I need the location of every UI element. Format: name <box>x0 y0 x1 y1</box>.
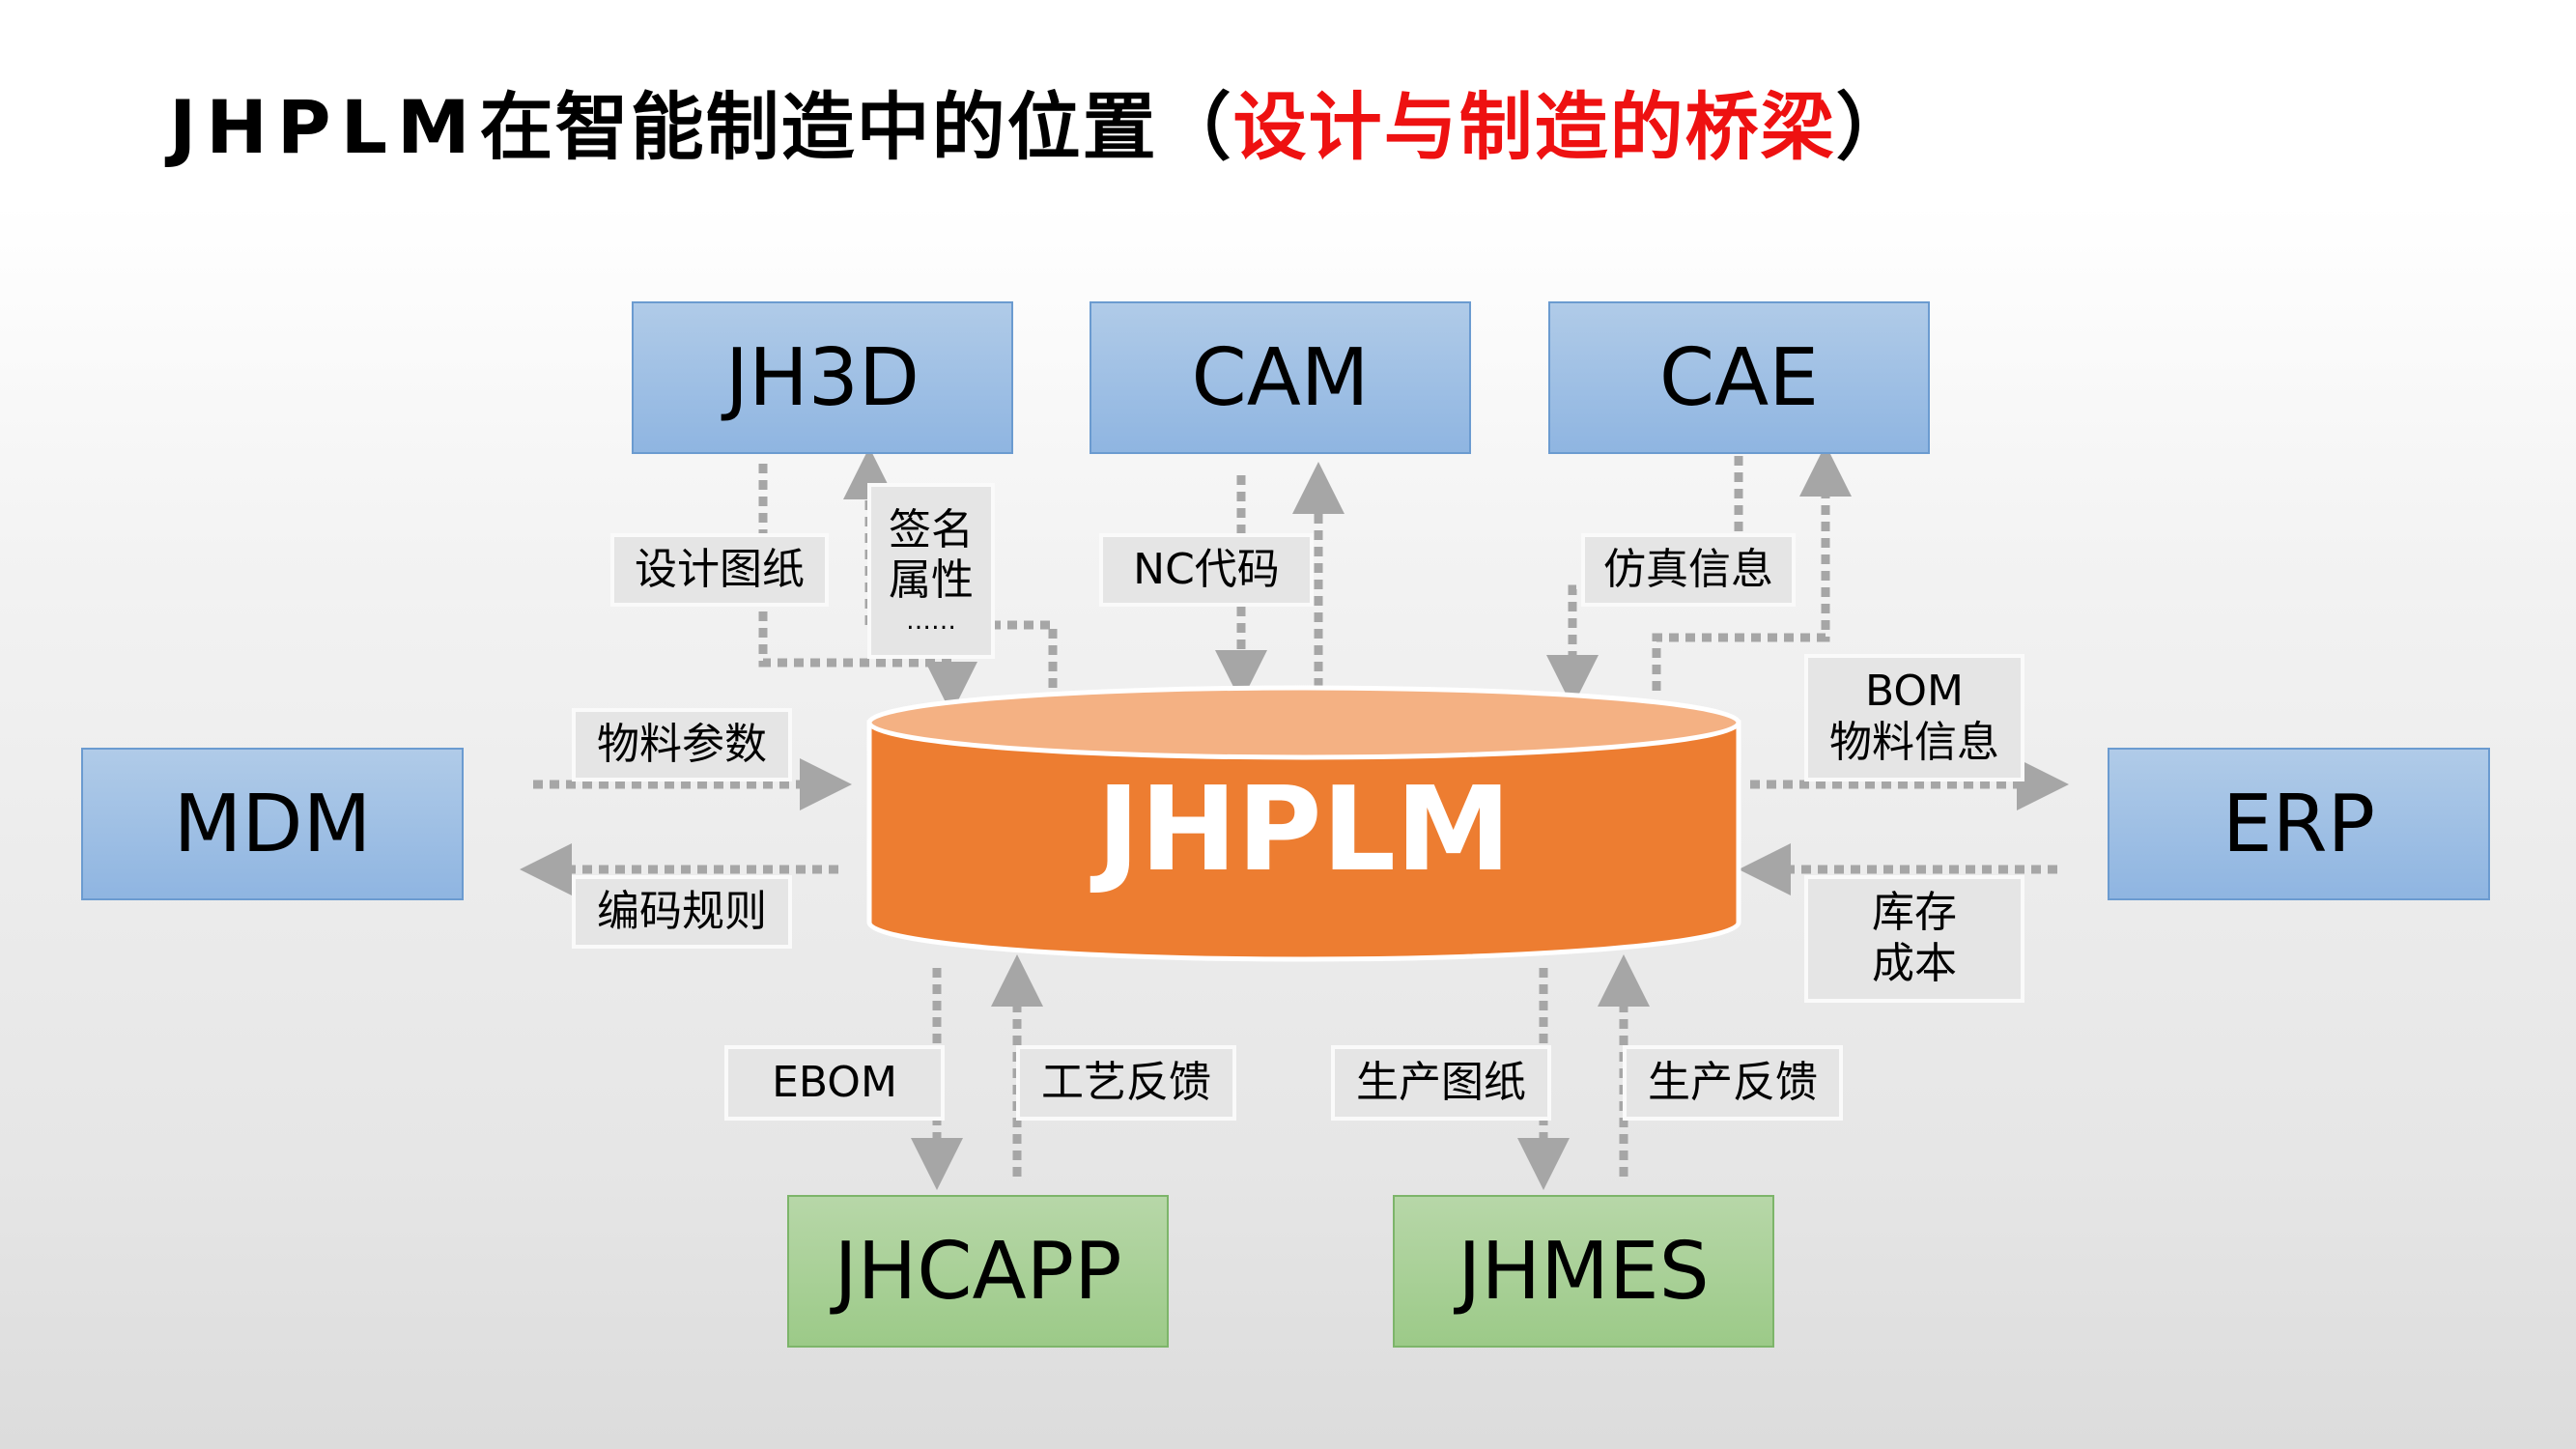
flow-text: 物料参数 <box>597 719 767 769</box>
system-jh3d[interactable]: JH3D <box>632 301 1013 454</box>
title-prefix-cn: 在智能制造中的位置 <box>479 84 1158 170</box>
system-jhcapp[interactable]: JHCAPP <box>787 1195 1169 1348</box>
flow-text: 仿真信息 <box>1603 544 1773 594</box>
flow-text: 成本 <box>1872 939 1957 988</box>
flow-text: BOM <box>1864 667 1964 717</box>
flow-label-signature: 签名 属性 …… <box>867 483 995 659</box>
flow-text: 签名 <box>889 504 974 554</box>
jhplm-label: JHPLM <box>1096 763 1512 897</box>
system-erp[interactable]: ERP <box>2108 748 2490 900</box>
system-erp-label: ERP <box>2222 778 2376 870</box>
flow-text: 生产图纸 <box>1356 1057 1526 1107</box>
system-jhcapp-label: JHCAPP <box>834 1225 1122 1318</box>
system-cae-label: CAE <box>1658 331 1820 424</box>
flow-label-production-drawing: 生产图纸 <box>1331 1045 1551 1121</box>
flow-text: EBOM <box>772 1057 897 1107</box>
system-cae[interactable]: CAE <box>1548 301 1930 454</box>
system-mdm-label: MDM <box>173 778 372 870</box>
title-close-paren: ） <box>1835 84 1911 170</box>
flow-text: 库存 <box>1872 888 1957 938</box>
flow-label-production-feedback: 生产反馈 <box>1623 1045 1843 1121</box>
flow-text: 属性 <box>889 555 974 606</box>
flow-label-material-params: 物料参数 <box>572 708 792 781</box>
flow-text: 设计图纸 <box>635 544 805 594</box>
connector-plm-to-cae <box>1652 444 1852 691</box>
system-jhmes-label: JHMES <box>1458 1225 1710 1318</box>
page-title: JHPLM在智能制造中的位置（设计与制造的桥梁） <box>169 68 1911 174</box>
flow-label-bom: BOM 物料信息 <box>1804 654 2024 781</box>
system-cam[interactable]: CAM <box>1090 301 1471 454</box>
title-open-paren: （ <box>1157 84 1233 170</box>
title-prefix-en: JHPLM <box>169 84 480 170</box>
flow-text: NC代码 <box>1133 544 1280 594</box>
flow-label-ebom: EBOM <box>724 1045 945 1121</box>
flow-text: 工艺反馈 <box>1041 1057 1211 1107</box>
flow-text: 生产反馈 <box>1648 1057 1818 1107</box>
flow-label-nc-code: NC代码 <box>1099 533 1314 607</box>
flow-label-coding-rules: 编码规则 <box>572 875 792 949</box>
flow-label-process-feedback: 工艺反馈 <box>1016 1045 1236 1121</box>
flow-text: …… <box>906 607 956 637</box>
system-cam-label: CAM <box>1191 331 1370 424</box>
flow-text: 编码规则 <box>597 886 767 936</box>
system-jhmes[interactable]: JHMES <box>1393 1195 1774 1348</box>
flow-label-design-drawing: 设计图纸 <box>610 533 829 607</box>
system-mdm[interactable]: MDM <box>81 748 464 900</box>
system-jh3d-label: JH3D <box>724 331 920 424</box>
title-highlight: 设计与制造的桥梁 <box>1232 84 1836 170</box>
flow-text: 物料信息 <box>1829 718 1999 767</box>
jhplm-database-cylinder[interactable] <box>866 685 1741 962</box>
flow-label-inventory-cost: 库存 成本 <box>1804 875 2024 1003</box>
flow-label-simulation-info: 仿真信息 <box>1581 533 1796 607</box>
